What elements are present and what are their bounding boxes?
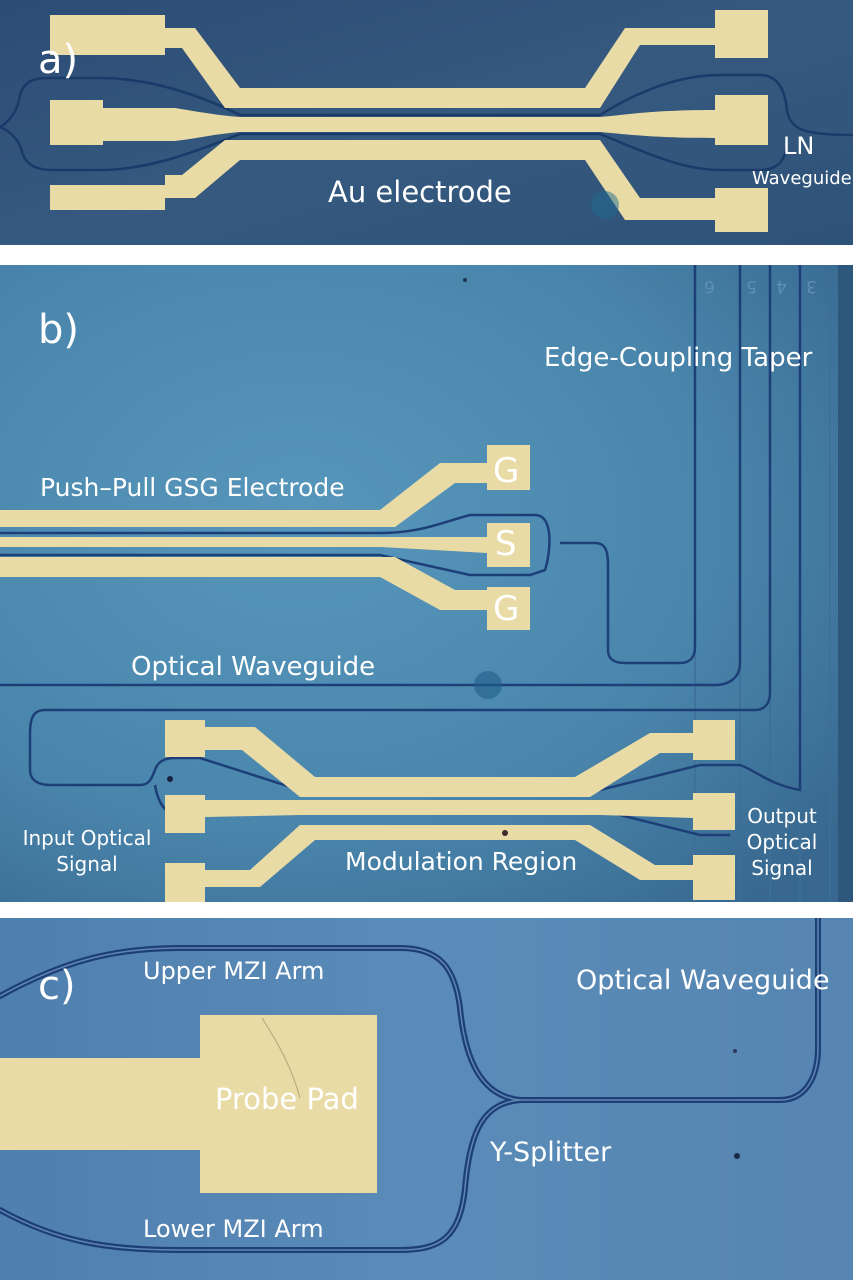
output-optical-signal-label: Output Optical Signal — [746, 804, 818, 880]
waveguide-to-taper-1 — [560, 265, 697, 665]
lower-mzi-arm-label: Lower MZI Arm — [143, 1215, 324, 1243]
edge-coupling-taper-label: Edge-Coupling Taper — [544, 343, 813, 373]
panel-b-letter: b) — [38, 307, 79, 353]
pad-g-top-label: G — [493, 451, 520, 491]
panel-b-micrograph — [0, 265, 853, 902]
gsg-electrode-g-top — [0, 445, 530, 527]
electrode-top — [50, 10, 768, 108]
electrode-middle — [50, 95, 768, 145]
mod-electrode-bottom — [165, 825, 735, 902]
modulation-region-label: Modulation Region — [345, 847, 578, 876]
panel-c: c) Upper MZI Arm Optical Waveguide Probe… — [0, 918, 853, 1280]
optical-waveguide-label-c: Optical Waveguide — [576, 965, 830, 996]
panel-c-micrograph — [0, 918, 853, 1280]
ln-waveguide-lower — [0, 125, 789, 172]
channel-number-6: 6 — [704, 276, 715, 296]
probe-pad-label: Probe Pad — [215, 1082, 359, 1116]
panel-c-letter: c) — [38, 963, 76, 1009]
panel-a-letter: a) — [38, 37, 79, 83]
gsg-electrode-label: Push–Pull GSG Electrode — [40, 473, 345, 502]
probe-pad — [0, 1015, 377, 1193]
ln-label: LN — [783, 132, 815, 160]
waveguide-lower-loop — [45, 265, 772, 712]
gsg-electrode-s — [0, 523, 530, 567]
mod-electrode-middle — [165, 793, 735, 833]
pad-s-label: S — [495, 524, 517, 564]
panel-b: 6 5 4 3 b) Edge-Coupling Taper Push–Pull… — [0, 265, 853, 902]
y-splitter-label: Y-Splitter — [490, 1137, 612, 1168]
electrode-bottom — [50, 140, 768, 232]
ln-waveguide-upper — [0, 73, 853, 137]
channel-number-3: 3 — [806, 276, 817, 296]
channel-number-5: 5 — [746, 276, 757, 296]
mod-electrode-top — [165, 720, 735, 797]
gsg-electrode-g-bottom — [0, 557, 530, 630]
waveguide-to-taper-2 — [0, 265, 742, 687]
waveguide-input — [28, 265, 802, 792]
input-optical-signal-label: Input Optical Signal — [22, 826, 152, 876]
waveguide-upper-loop — [0, 513, 551, 577]
upper-mzi-arm-label: Upper MZI Arm — [143, 957, 325, 985]
panel-a: a) Au electrode LN Waveguide — [0, 0, 853, 245]
panel-a-micrograph — [0, 0, 853, 245]
au-electrode-label: Au electrode — [328, 175, 512, 209]
optical-waveguide-label: Optical Waveguide — [131, 652, 376, 682]
channel-number-4: 4 — [776, 276, 787, 296]
waveguide-label: Waveguide — [752, 168, 852, 189]
pad-g-bottom-label: G — [493, 589, 520, 629]
